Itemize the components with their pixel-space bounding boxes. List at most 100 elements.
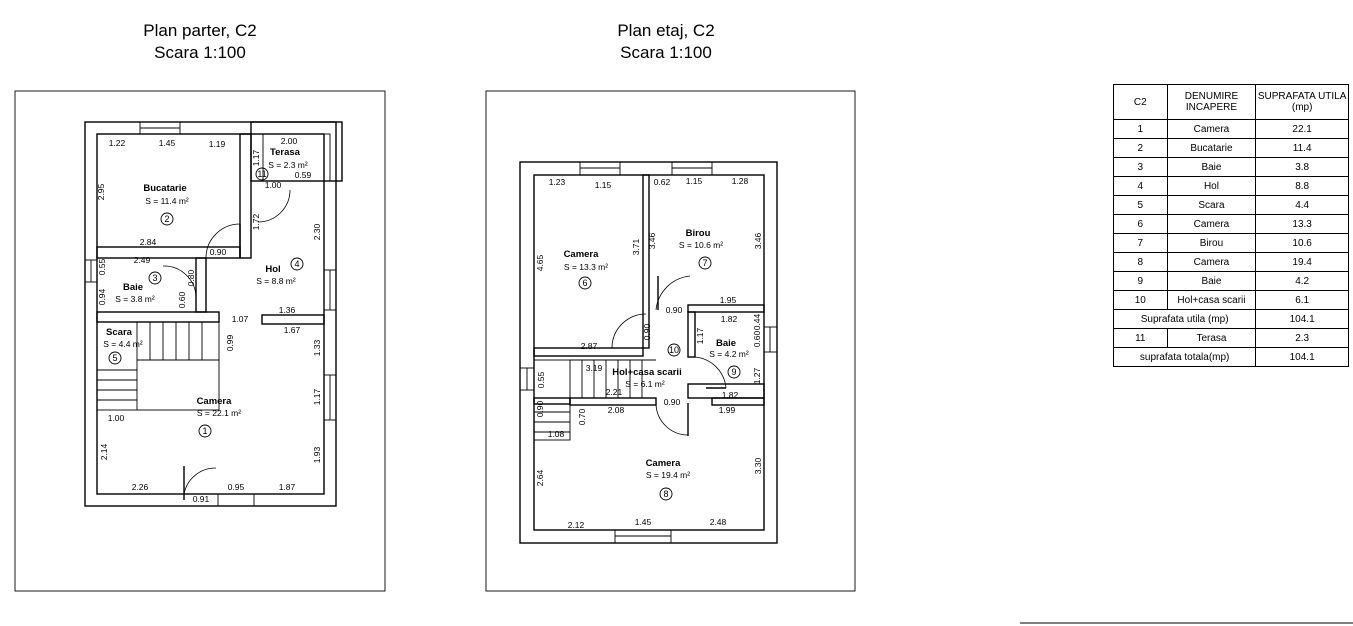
room-area-terasa: S = 2.3 m² [268,160,308,170]
wall-hol-camera8 [569,397,657,406]
room-area-hol-casa-scarii: S = 6.1 m² [625,379,665,389]
room-name-birou: Birou [686,228,711,239]
dim-label: 1.15 [686,176,703,186]
table-row-grand-total: suprafata totala(mp)104.1 [1112,347,1349,367]
room-name-hol: Hol [265,264,280,275]
dim-label: 3.19 [586,363,603,373]
dim-label: 1.08 [548,429,565,439]
dim-label: 0.90 [642,323,652,340]
dim-label: 2.26 [132,482,149,492]
room-area-bucatarie: S = 11.4 m² [145,196,189,206]
dim-label: 1.36 [279,305,296,315]
upper-stair-left [533,359,571,441]
dim-label: 1.07 [232,314,249,324]
room-area-scara: S = 4.4 m² [103,339,143,349]
room-name-bucatarie: Bucatarie [143,183,186,194]
dim-label: 0.59 [295,170,312,180]
room-number-2: 2 [164,214,169,224]
door-swing-camera8 [655,402,689,436]
dim-label: 1.17 [695,327,705,344]
dim-label: 2.48 [710,517,727,527]
dim-label: 2.12 [568,520,585,530]
room-name-hol-casa-scarii: Hol+casa scarii [612,367,681,378]
door-swing-baie [162,265,197,299]
ground-floor-plan: Bucatarie S = 11.4 m² 2 Terasa S = 2.3 m… [14,90,386,592]
stair-steps [97,322,219,410]
dim-label: 1.27 [752,367,762,384]
dim-label: 4.65 [535,254,545,271]
dim-label: 0.94 [97,288,107,305]
room-number-6: 6 [582,278,587,288]
upper-plan-title-line1: Plan etaj, C2 [617,21,715,40]
room-marker-4 [290,257,304,271]
room-number-7: 7 [702,258,707,268]
ground-entrance-door [217,493,255,507]
dim-label: 0.70 [577,408,587,425]
dim-label: 0.90 [664,397,681,407]
dim-label: 1.45 [635,517,652,527]
door-swing-camera6 [611,313,647,349]
upper-window-camera-6 [579,161,621,176]
upper-window-birou [671,161,713,176]
dim-label: 1.15 [595,180,612,190]
dim-label: 1.33 [312,339,322,356]
dim-label: 1.45 [159,138,176,148]
terasa-inner [262,133,331,182]
room-marker-9 [727,365,741,379]
dim-label: 0.90 [666,305,683,315]
dim-label: 2.08 [608,405,625,415]
dim-label: 3.30 [753,457,763,474]
dim-label: 1.17 [251,149,261,166]
dim-label: 1.17 [312,388,322,405]
table-row-util-total: Suprafata utila (mp)104.1 [1112,309,1349,329]
dim-label: 3.46 [647,232,657,249]
room-number-9: 9 [731,367,736,377]
room-area-camera-6: S = 13.3 m² [564,262,608,272]
dim-label: 0.99 [225,334,235,351]
ground-plan-title: Plan parter, C2 Scara 1:100 [100,20,300,64]
room-marker-3 [148,271,162,285]
upper-window-baie [763,326,778,353]
room-name-scara: Scara [106,327,133,338]
dim-label: 0.55 [97,258,107,275]
room-name-baie: Baie [123,282,143,293]
header-cell: C2 [1113,84,1168,120]
wall-kitchen-hol [239,133,252,259]
door-swing-birou [655,275,691,311]
upper-plan-scale: Scara 1:100 [620,43,712,62]
dim-label: 1.22 [109,138,126,148]
dim-label: 0.62 [654,177,671,187]
dim-label: 1.93 [312,446,322,463]
wall-camera6-birou [642,174,650,349]
door-swing-terasa [257,189,291,223]
room-number-1: 1 [202,426,207,436]
room-marker-6 [578,276,592,290]
dim-label: 2.00 [281,136,298,146]
room-area-camera-8: S = 19.4 m² [646,470,690,480]
dim-label: 2.30 [312,223,322,240]
room-area-birou: S = 10.6 m² [679,240,723,250]
wall-birou-baie [687,304,765,313]
room-number-4: 4 [294,259,299,269]
dim-label: 1.99 [719,405,736,415]
dim-label: 3.46 [753,232,763,249]
header-cell: DENUMIRE INCAPERE [1166,84,1257,120]
dim-label: 0.80 [186,269,196,286]
room-area-baie-upper: S = 4.2 m² [709,349,749,359]
room-marker-10 [667,343,681,357]
stair-area [96,321,220,411]
door-swing-baie-upper [693,356,727,389]
dim-label: 2.21 [606,387,623,397]
ground-plan-title-line1: Plan parter, C2 [143,21,257,40]
